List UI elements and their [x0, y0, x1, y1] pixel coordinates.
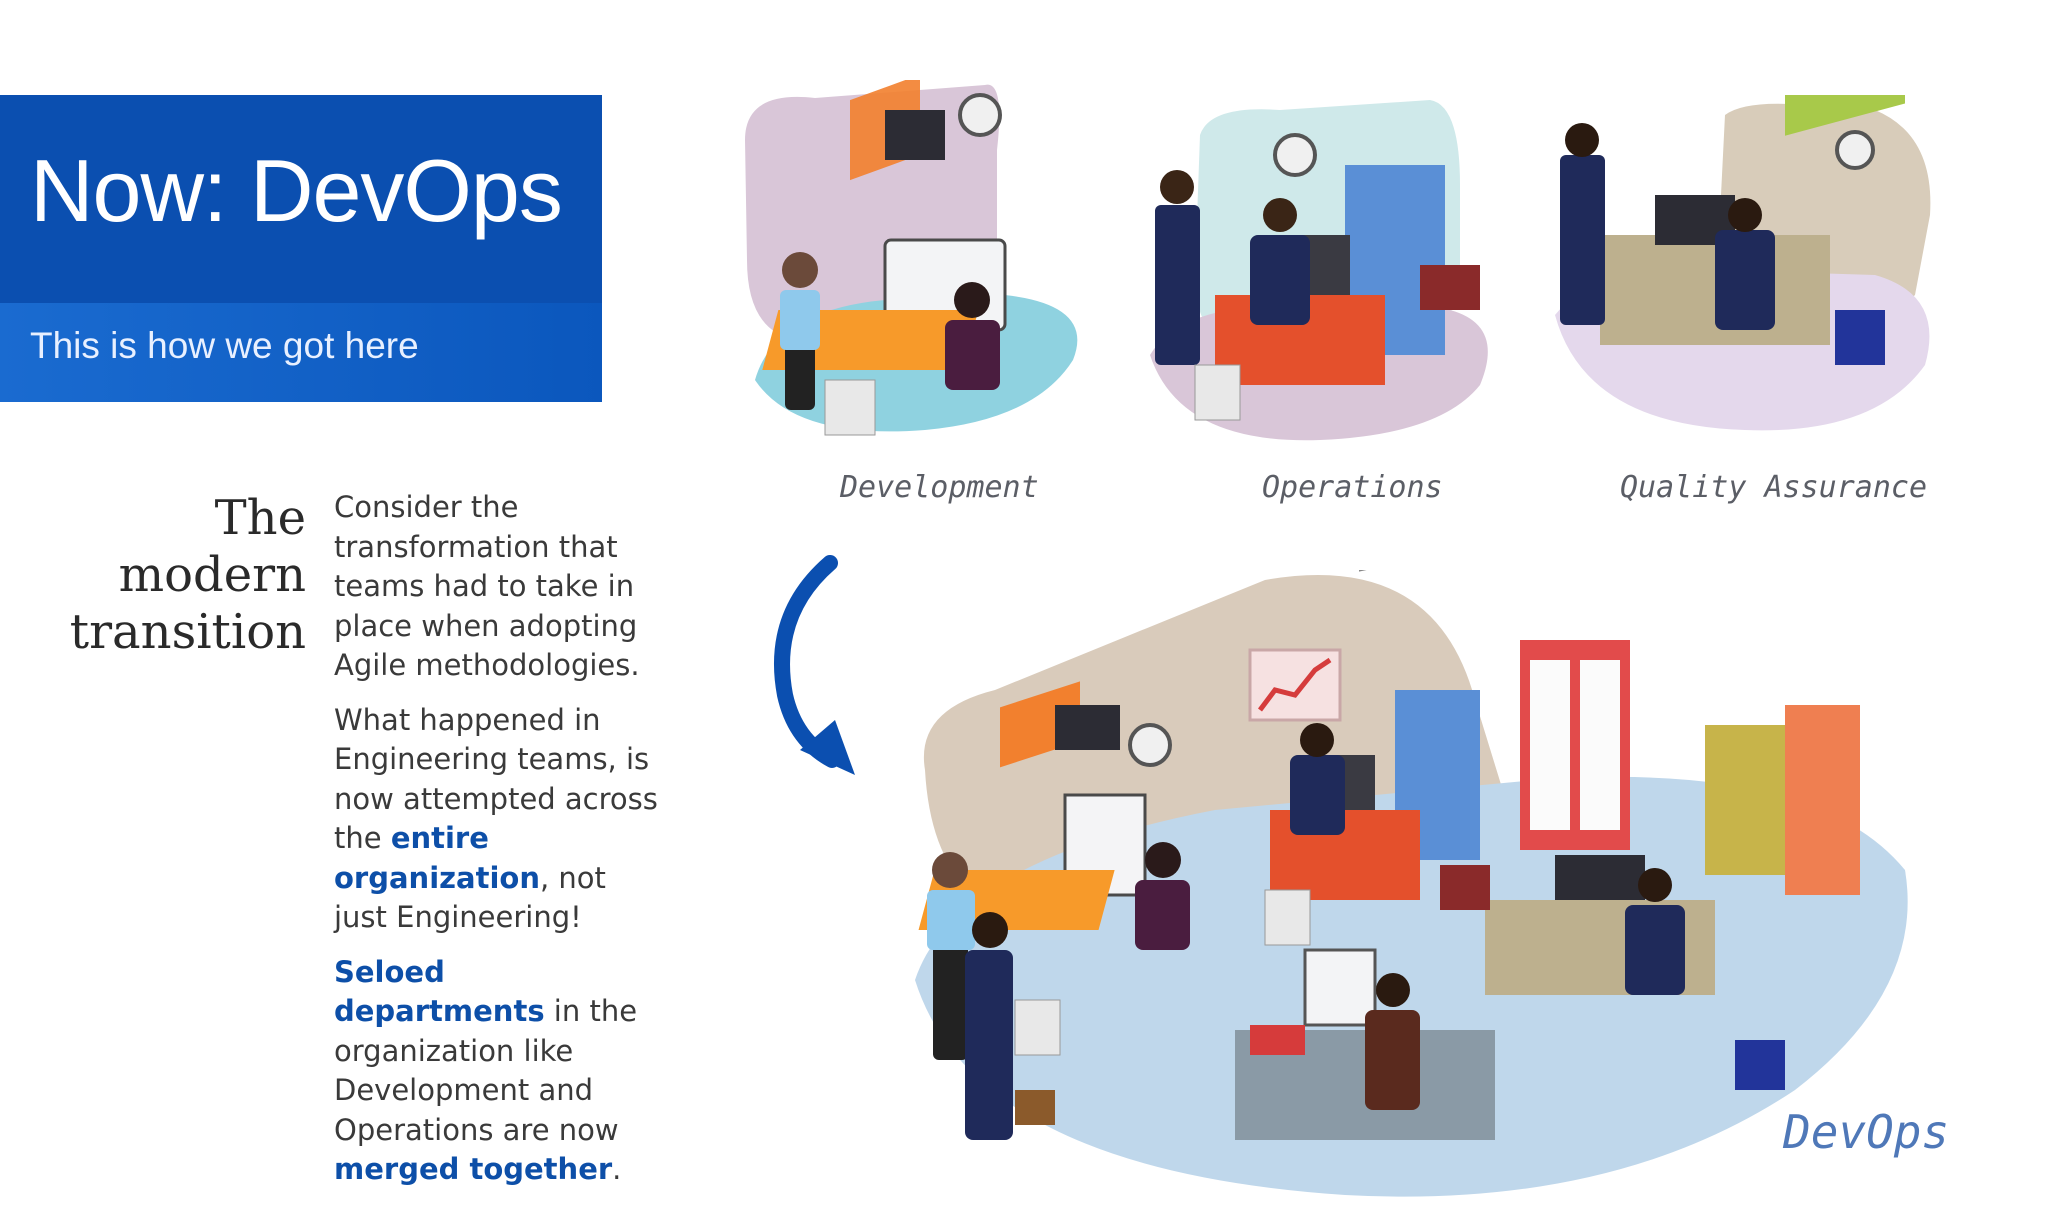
heading-line: transition: [69, 604, 306, 660]
paragraph-1: Consider the transformation that teams h…: [334, 490, 640, 682]
operations-label: Operations: [1262, 470, 1443, 505]
qa-label: Quality Assurance: [1620, 470, 1928, 505]
highlight-text: Seloed departments: [334, 954, 545, 1029]
devops-label: DevOps: [1783, 1105, 1950, 1159]
text-run: What happened in Engineering teams, is n…: [334, 702, 658, 856]
text-run: in the organization like Development and…: [334, 994, 638, 1147]
body-text: Consider the transformation that teams h…: [334, 488, 664, 1205]
operations-illustration: [1150, 100, 1488, 441]
development-illustration: [745, 80, 1078, 436]
highlight-text: entire organization: [334, 821, 540, 895]
development-label: Development: [840, 470, 1039, 505]
title-banner: [0, 95, 602, 303]
qa-illustration: [1555, 95, 1931, 431]
section-heading: The modern transition: [60, 490, 306, 661]
transition-arrow-icon: [774, 555, 855, 775]
page-subtitle: This is how we got here: [30, 325, 419, 366]
heading-line: The: [214, 490, 306, 546]
text-run: , not just Engineering!: [334, 860, 606, 935]
devops-illustration: [915, 570, 1908, 1197]
paragraph-3: Seloed departments in the organization l…: [334, 953, 664, 1190]
paragraph-2: What happened in Engineering teams, is n…: [334, 701, 664, 938]
text-run: .: [612, 1152, 622, 1186]
page-title: Now: DevOps: [30, 141, 563, 240]
highlight-text: merged together: [334, 1152, 613, 1186]
subtitle-banner: [0, 303, 602, 402]
heading-line: modern: [118, 547, 306, 603]
